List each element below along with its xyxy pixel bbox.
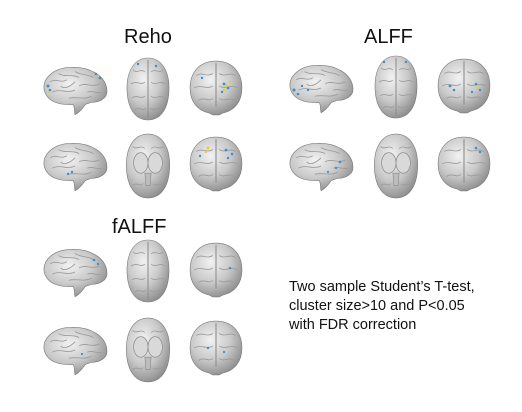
brain-superior	[372, 54, 420, 120]
caption-line-3: with FDR correction	[289, 317, 417, 333]
brain-posterior	[436, 134, 492, 194]
panel-title-reho: Reho	[124, 26, 172, 48]
caption-line-1: Two sample Student’s T-test,	[289, 279, 475, 295]
panel-title-falff: fALFF	[112, 216, 167, 238]
brain-lateral-right	[38, 322, 110, 376]
brain-superior	[124, 56, 172, 122]
brain-anterior	[188, 240, 244, 300]
brain-inferior	[372, 132, 420, 200]
panel-title-alff: ALFF	[364, 26, 413, 48]
brain-lateral-left	[284, 60, 356, 114]
brain-lateral-left	[38, 62, 110, 116]
brain-lateral-right	[284, 138, 356, 192]
brain-inferior	[124, 132, 172, 200]
statistics-caption: Two sample Student’s T-test, cluster siz…	[289, 278, 517, 335]
caption-line-2: cluster size>10 and P<0.05	[289, 298, 465, 314]
brain-lateral-right	[38, 138, 110, 192]
brain-superior	[124, 238, 172, 304]
brain-inferior	[124, 316, 172, 384]
brain-posterior	[188, 134, 244, 194]
brain-posterior	[188, 318, 244, 378]
brain-anterior	[436, 56, 492, 116]
brain-lateral-left	[38, 244, 110, 298]
brain-anterior	[188, 58, 244, 118]
